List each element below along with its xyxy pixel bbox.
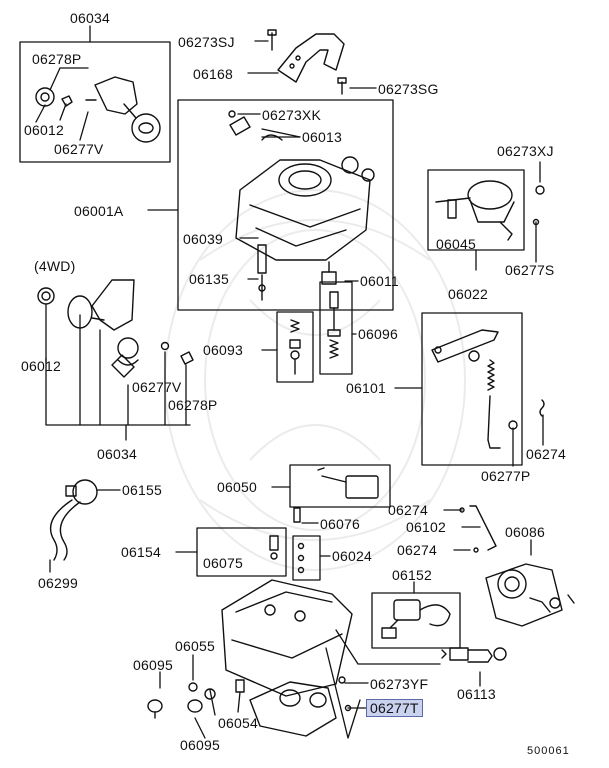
part-label-06273xk[interactable]: 06273XK	[262, 107, 322, 123]
dashpot-4wd-part	[37, 279, 194, 378]
lever-06101	[431, 329, 545, 449]
part-label-06274-b[interactable]: 06274	[397, 542, 437, 558]
screws-06075	[269, 507, 305, 574]
part-label-06277v-mid[interactable]: 06277V	[132, 379, 182, 395]
part-label-06273yf[interactable]: 06273YF	[370, 676, 429, 692]
part-label-06277v-top[interactable]: 06277V	[54, 141, 104, 157]
part-label-06093[interactable]: 06093	[203, 342, 243, 358]
part-label-06012-top[interactable]: 06012	[24, 122, 64, 138]
part-label-06096[interactable]: 06096	[358, 326, 398, 342]
part-label-06101[interactable]: 06101	[346, 380, 386, 396]
part-label-4wd: (4WD)	[34, 258, 76, 274]
rod-06102	[459, 505, 497, 553]
box-06001a-carburetor	[177, 99, 394, 311]
part-label-06050[interactable]: 06050	[217, 479, 257, 495]
part-label-06075[interactable]: 06075	[203, 555, 243, 571]
part-label-06011[interactable]: 06011	[360, 273, 399, 289]
part-label-06154[interactable]: 06154	[121, 544, 161, 560]
jet-stack-06093	[289, 319, 301, 375]
part-label-06155[interactable]: 06155	[122, 482, 162, 498]
part-label-06045[interactable]: 06045	[436, 236, 476, 252]
diaphragm-06086-part	[485, 563, 575, 627]
carburetor-base-part	[221, 579, 353, 737]
part-label-06055[interactable]: 06055	[175, 638, 215, 654]
part-label-06039[interactable]: 06039	[183, 231, 223, 247]
part-label-06086[interactable]: 06086	[505, 524, 545, 540]
box-06034-top	[19, 41, 171, 163]
part-label-06274-right[interactable]: 06274	[526, 446, 566, 462]
part-label-06277t-selected[interactable]: 06277T	[366, 699, 423, 717]
box-06024	[292, 535, 321, 581]
part-label-06273sg[interactable]: 06273SG	[378, 81, 439, 97]
box-06101	[421, 312, 523, 466]
part-label-06273xj[interactable]: 06273XJ	[497, 143, 554, 159]
part-label-06034-mid[interactable]: 06034	[97, 446, 137, 462]
part-label-06095-a[interactable]: 06095	[133, 657, 173, 673]
box-06152	[371, 592, 461, 649]
jets-06095	[147, 679, 245, 719]
part-label-06034-top[interactable]: 06034	[70, 10, 110, 26]
part-label-06024[interactable]: 06024	[332, 548, 372, 564]
part-label-06054[interactable]: 06054	[218, 715, 258, 731]
watermark-emblem	[164, 189, 466, 571]
part-label-06135[interactable]: 06135	[189, 271, 229, 287]
needle-stack-06096	[327, 291, 341, 359]
part-label-06001a[interactable]: 06001A	[74, 203, 124, 219]
box-06096	[319, 281, 353, 375]
part-label-06095-b[interactable]: 06095	[180, 737, 220, 753]
part-label-06277p[interactable]: 06277P	[481, 468, 531, 484]
part-label-06273sj[interactable]: 06273SJ	[178, 34, 235, 50]
part-label-06168[interactable]: 06168	[193, 66, 233, 82]
part-label-06102[interactable]: 06102	[406, 519, 446, 535]
carburetor-upper-part	[228, 110, 375, 301]
hose-06155-part	[49, 479, 98, 561]
part-label-06076[interactable]: 06076	[320, 516, 360, 532]
part-label-06152[interactable]: 06152	[392, 567, 432, 583]
part-label-06012-left[interactable]: 06012	[21, 358, 61, 374]
part-label-06277s[interactable]: 06277S	[505, 262, 555, 278]
bracket-06168-part	[267, 29, 347, 95]
box-06093	[276, 311, 314, 383]
diaphragm-06022	[435, 180, 545, 241]
part-label-06022[interactable]: 06022	[448, 286, 488, 302]
part-label-06274-a[interactable]: 06274	[388, 502, 428, 518]
valve-06113-part	[441, 647, 507, 663]
dashpot-bracket-part	[35, 76, 161, 143]
part-label-06278p-mid[interactable]: 06278P	[168, 397, 218, 413]
box-06050	[289, 464, 391, 508]
part-label-06299[interactable]: 06299	[38, 575, 78, 591]
part-label-06278p-top[interactable]: 06278P	[32, 51, 82, 67]
solenoid-06152-part	[381, 599, 451, 639]
diagram-code: 500061	[527, 745, 570, 757]
part-label-06113[interactable]: 06113	[457, 686, 496, 702]
part-label-06013[interactable]: 06013	[302, 129, 342, 145]
sensor-06050-part	[317, 467, 379, 499]
